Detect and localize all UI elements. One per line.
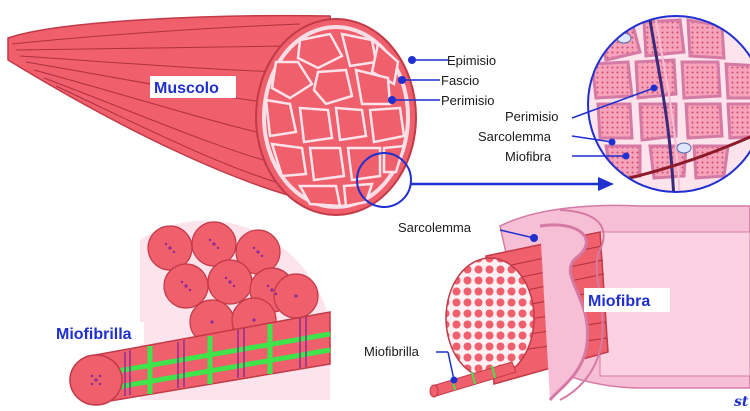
muscolo-title: Muscolo (154, 80, 219, 97)
curved-arrow-icon (410, 177, 614, 191)
miofibra-title: Miofibra (588, 293, 650, 310)
miofibra-zoom-label: Miofibra (505, 149, 552, 164)
dot-pointer-icon (408, 56, 416, 64)
signature-text: st (734, 394, 749, 410)
perimisio-label: Perimisio (441, 93, 494, 108)
miofibrilla-title: Miofibrilla (56, 326, 132, 343)
miofibrilla-fiber-label: Miofibrilla (364, 344, 420, 359)
muscle-cross-section (256, 19, 416, 215)
sarcolemma-zoom-label: Sarcolemma (478, 129, 552, 144)
sarcolemma-fiber-label: Sarcolemma (398, 220, 472, 235)
dot-pointer-icon (398, 76, 406, 84)
dot-pointer-icon (530, 234, 538, 242)
fiber-cross-section (446, 258, 534, 378)
dot-pointer-icon (388, 96, 396, 104)
dot-pointer-icon (609, 139, 616, 146)
zoom-inset (586, 14, 750, 200)
fascio-label: Fascio (441, 73, 479, 88)
dot-pointer-icon (623, 153, 630, 160)
perimisio-zoom-label: Perimisio (505, 109, 558, 124)
dot-pointer-icon (451, 377, 458, 384)
myofibril-bundle (70, 221, 330, 405)
epimisio-label: Epimisio (447, 53, 496, 68)
dot-pointer-icon (651, 85, 658, 92)
